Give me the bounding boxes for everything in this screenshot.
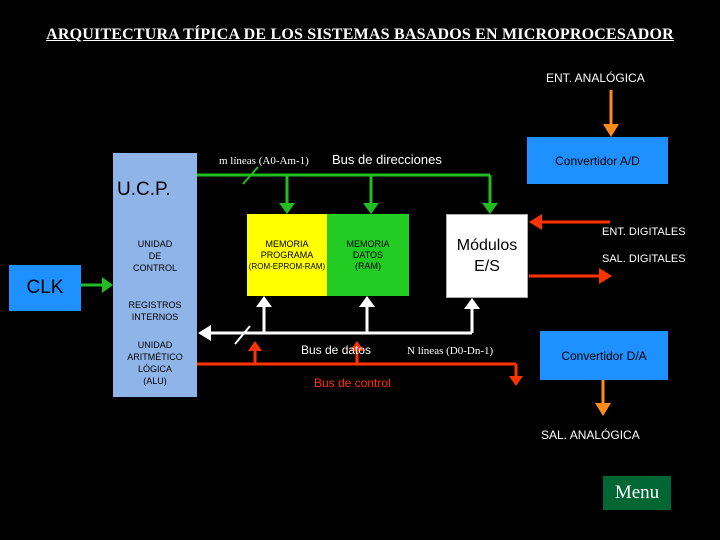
page-title: ARQUITECTURA TÍPICA DE LOS SISTEMAS BASA… [46,26,674,43]
program-memory: MEMORIA PROGRAMA (ROM-EPROM-RAM) [247,214,327,296]
sal-digitales-label: SAL. DIGITALES [602,253,686,265]
ent-analogica-label: ENT. ANALÓGICA [546,71,645,85]
address-bus-slash [242,166,259,185]
da-converter: Convertidor D/A [540,331,668,380]
control-bus [197,350,518,378]
clk-block: CLK [9,265,81,311]
data-memory: MEMORIA DATOS (RAM) [327,214,409,296]
cpu-title: U.C.P. [117,179,171,200]
control-bus-arrowheads [248,341,523,386]
analog-input-arrow [603,90,619,137]
control-bus-label: Bus de control [314,376,391,390]
clk-connection [81,277,113,293]
control-unit: UNIDAD DE CONTROL [132,239,177,273]
data-bus [210,306,474,335]
digital-output-arrow [529,268,612,284]
data-bus-arrowheads [198,296,480,341]
ent-digitales-label: ENT. DIGITALES [602,226,686,238]
data-bus-label: Bus de datos [301,343,372,357]
data-lines-label: N líneas (D0-Dn-1) [407,345,494,357]
sal-analogica-label: SAL. ANALÓGICA [541,428,640,442]
io-modules: Módulos E/S [446,214,528,298]
data-bus-slash [234,325,251,345]
digital-input-arrow [529,214,610,230]
ad-converter: Convertidor A/D [527,137,668,184]
menu-button[interactable]: Menu [603,476,671,510]
analog-output-arrow [595,380,611,416]
address-bus [197,173,492,204]
cpu-block [113,153,197,397]
address-bus-arrowheads [279,203,498,214]
alu-unit: UNIDAD ARITMÉTICO LÓGICA (ALU) [127,340,183,386]
internal-registers: REGISTROS INTERNOS [128,300,182,322]
address-bus-label: Bus de direcciones [332,152,442,167]
address-lines-label: m líneas (A0-Am-1) [219,155,309,167]
